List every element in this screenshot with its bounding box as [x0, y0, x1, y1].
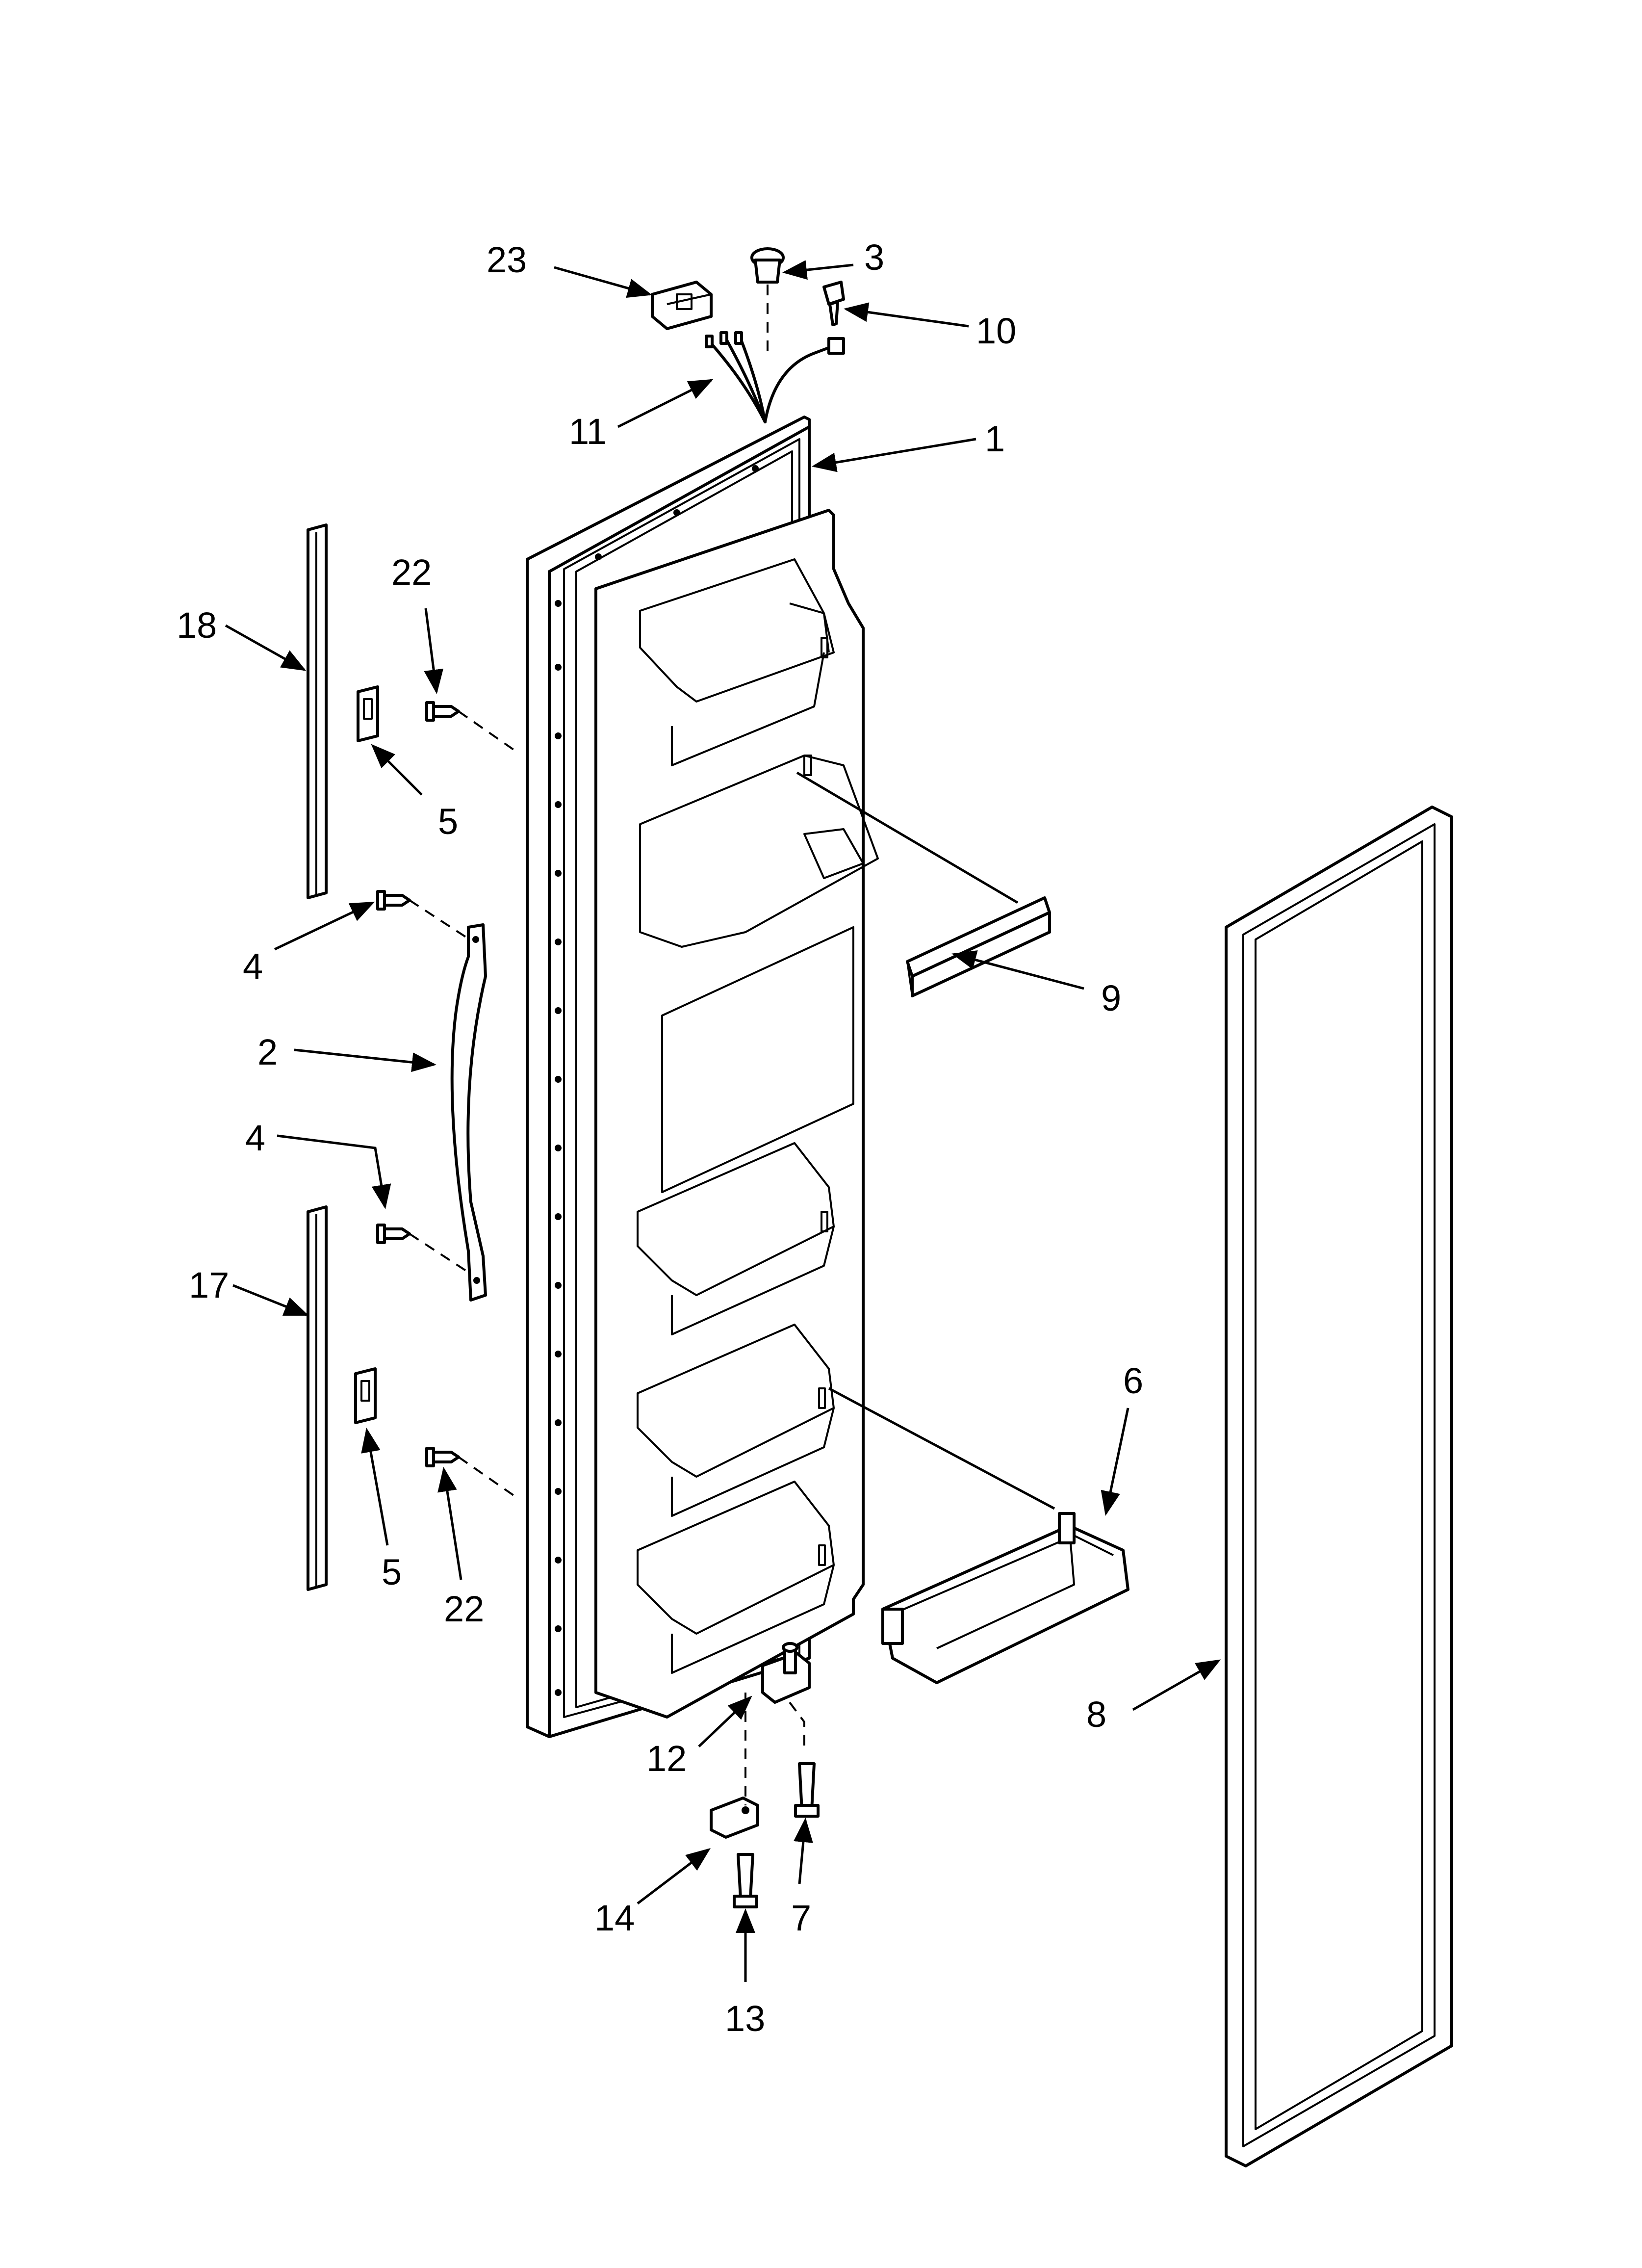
screw-7 — [794, 1762, 820, 1818]
callout-2: 2 — [257, 1032, 278, 1072]
leader-lines — [225, 260, 1221, 1982]
callout-4-upper: 4 — [243, 946, 263, 987]
screw-4-lower — [376, 1224, 411, 1244]
trim-strip-upper — [307, 523, 328, 899]
callout-7: 7 — [791, 1898, 811, 1938]
screw-22-lower — [425, 1447, 460, 1467]
callout-12: 12 — [646, 1738, 687, 1779]
callout-11: 11 — [569, 411, 607, 452]
wire-connector — [651, 281, 713, 330]
light-socket-plug — [750, 247, 785, 353]
callout-labels: 23 3 10 11 1 22 18 5 4 9 2 4 17 6 5 22 8… — [177, 237, 1143, 2039]
callout-3: 3 — [864, 237, 884, 278]
callout-14: 14 — [594, 1898, 635, 1938]
callout-6: 6 — [1123, 1360, 1143, 1401]
callout-22-lower: 22 — [444, 1589, 484, 1629]
callout-1: 1 — [985, 418, 1005, 459]
trim-strip-lower — [307, 1205, 328, 1591]
door-gasket — [1225, 806, 1453, 2167]
callout-18: 18 — [177, 605, 217, 646]
door-screw-holes — [555, 465, 759, 1696]
callout-17: 17 — [189, 1265, 229, 1305]
door-handle — [450, 923, 487, 1302]
screw-4-upper — [376, 890, 411, 911]
callout-5-upper: 5 — [438, 801, 458, 842]
callout-10: 10 — [976, 311, 1016, 351]
callout-4-lower: 4 — [245, 1118, 265, 1158]
callout-8: 8 — [1086, 1694, 1106, 1735]
screw-22-upper — [425, 701, 460, 722]
callout-22-upper: 22 — [391, 552, 432, 593]
callout-5-lower: 5 — [382, 1552, 402, 1592]
screw-10 — [822, 281, 845, 326]
screw-13 — [733, 1853, 758, 1908]
callout-9: 9 — [1101, 978, 1121, 1018]
dispenser-bar — [796, 771, 1051, 997]
callout-23: 23 — [487, 239, 527, 280]
trim-clip-upper — [357, 685, 379, 742]
lower-hinge — [761, 1642, 811, 1747]
callout-13: 13 — [725, 1998, 765, 2039]
wire-harness — [705, 331, 845, 423]
trim-clip-lower — [354, 1367, 377, 1424]
freezer-door — [526, 416, 879, 1738]
door-bin — [828, 1387, 1129, 1684]
